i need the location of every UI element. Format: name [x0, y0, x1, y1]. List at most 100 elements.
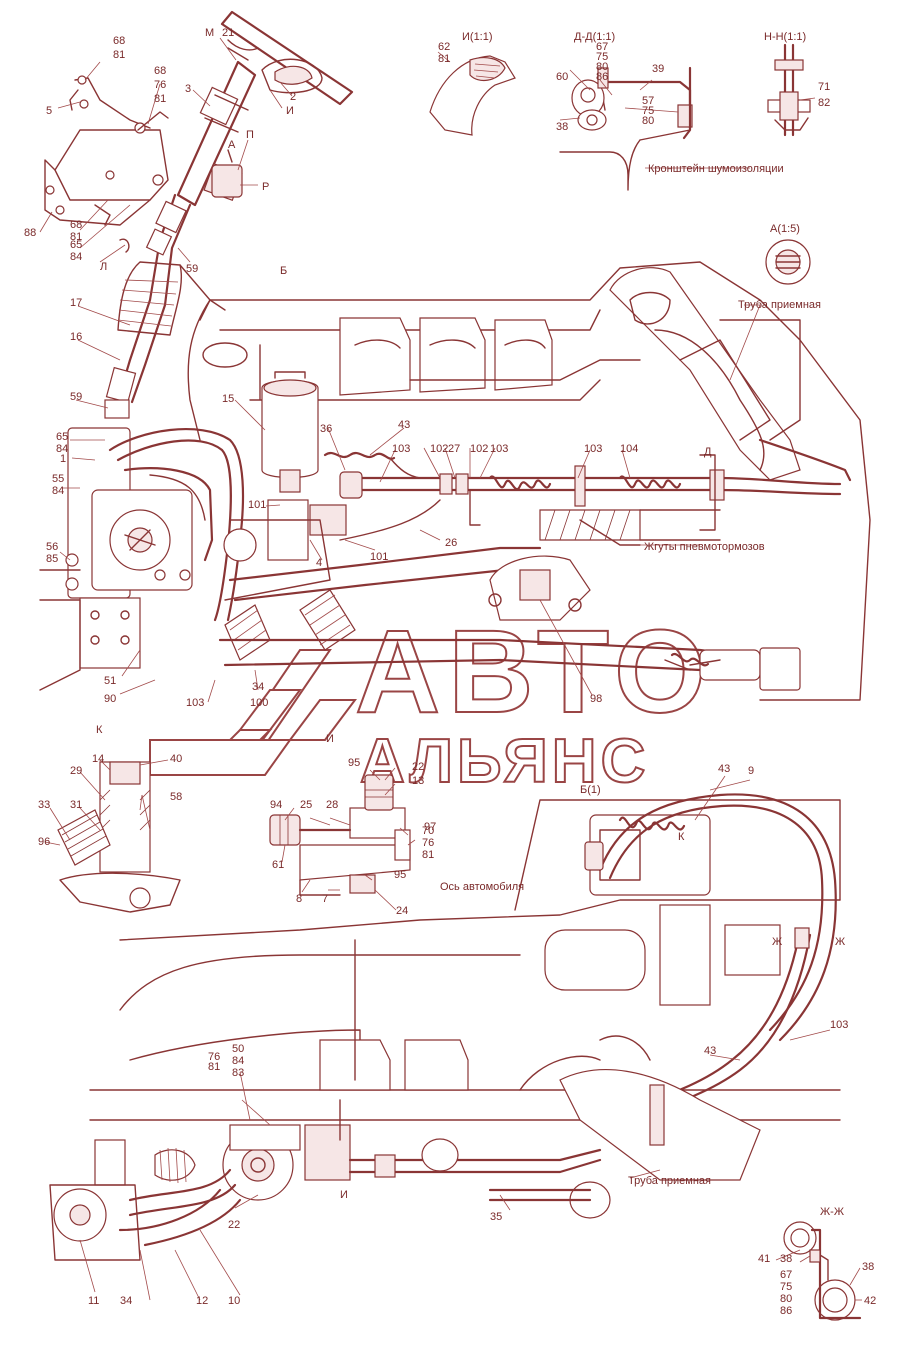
arrow-label-d: Д [704, 446, 712, 458]
callout: 75 [596, 51, 608, 63]
callout: 10 [228, 1295, 240, 1307]
callout: 88 [24, 227, 36, 239]
caption-pipe-bottom: Труба приемная [628, 1175, 711, 1187]
watermark: АВТО АЛЬЯНС [149, 605, 714, 797]
caption-bracket: Кронштейн шумоизоляции [648, 163, 784, 175]
callout: 97 [424, 821, 436, 833]
callout: 83 [232, 1067, 244, 1079]
callout: 2 [290, 91, 296, 103]
callout: 34 [120, 1295, 132, 1307]
callout: 76 [422, 837, 434, 849]
callout: 28 [326, 799, 338, 811]
callout: 68 [113, 35, 125, 47]
title-view-n: Н-Н(1:1) [764, 31, 806, 43]
title-view-a: А(1:5) [770, 223, 800, 235]
detail-view-d [559, 66, 693, 191]
title-view-b: Б(1) [580, 784, 601, 796]
callout: 80 [596, 61, 608, 73]
callout: 96 [38, 836, 50, 848]
callout: 36 [320, 423, 332, 435]
callout: 81 [438, 53, 450, 65]
bottom-chassis-view [49, 793, 841, 1261]
callout: 56 [46, 541, 58, 553]
caption-harness: Жгуты пневмотормозов [644, 541, 765, 553]
callouts: М 21 3 2 И П Р 5 68 81 68 76 81 88 68 81… [24, 27, 876, 1317]
watermark-logo-stripes [149, 649, 357, 776]
arrow-label-k2: К [678, 831, 685, 843]
leader-lines [39, 37, 862, 1301]
callout: 86 [596, 71, 608, 83]
callout: 14 [92, 753, 104, 765]
callout: П [246, 129, 254, 141]
callout: 103 [584, 443, 602, 455]
callout: 43 [704, 1045, 716, 1057]
callout: 42 [864, 1295, 876, 1307]
callout: 71 [818, 81, 830, 93]
arrow-label-zh1: Ж [772, 936, 782, 948]
detail-view-a [765, 239, 811, 285]
callout: 55 [52, 473, 64, 485]
callout: 65 [70, 239, 82, 251]
callout: 7 [322, 893, 328, 905]
callout: 102 [470, 443, 488, 455]
callout: 40 [170, 753, 182, 765]
callout: 104 [620, 443, 638, 455]
title-view-d: Д-Д(1:1) [574, 31, 615, 43]
callout: 67 [596, 41, 608, 53]
callout: 101 [248, 499, 266, 511]
callout: 27 [448, 443, 460, 455]
callout: 22 [412, 761, 424, 773]
callout: 82 [818, 97, 830, 109]
callout: 102 [430, 443, 448, 455]
callout: 86 [780, 1305, 792, 1317]
detail-view-zh [783, 1221, 862, 1321]
callout: 94 [270, 799, 282, 811]
callout: 84 [232, 1055, 244, 1067]
callout: 17 [70, 297, 82, 309]
arrow-label-a: А [228, 139, 236, 151]
arrow-label-i2: И [340, 1189, 348, 1201]
callout: 35 [490, 1211, 502, 1223]
steering-column-view [44, 10, 354, 419]
callout: 68 [70, 219, 82, 231]
callout: 34 [252, 681, 264, 693]
callout: 38 [780, 1253, 792, 1265]
arrow-label-b: Б [280, 265, 287, 277]
callout: 43 [718, 763, 730, 775]
callout: 95 [348, 757, 360, 769]
callout: И [286, 105, 294, 117]
callout: 43 [398, 419, 410, 431]
callout: 81 [113, 49, 125, 61]
callout: 59 [186, 263, 198, 275]
title-view-k: К [96, 724, 103, 736]
callout: 81 [422, 849, 434, 861]
callout: 80 [642, 115, 654, 127]
callout: 16 [70, 331, 82, 343]
callout: 68 [154, 65, 166, 77]
callout: 84 [70, 251, 82, 263]
callout: 25 [300, 799, 312, 811]
callout: 103 [186, 697, 204, 709]
captions: Кронштейн шумоизоляции Труба приемная Жг… [440, 163, 821, 1187]
callout: 11 [88, 1295, 99, 1307]
callout: 81 [154, 93, 166, 105]
title-view-zh: Ж-Ж [820, 1206, 844, 1218]
callout: 101 [370, 551, 388, 563]
callout: 9 [748, 765, 754, 777]
callout: 81 [70, 231, 82, 243]
callout: 1 [60, 453, 66, 465]
callout: 24 [396, 905, 408, 917]
callout: 84 [56, 443, 68, 455]
callout: 75 [780, 1281, 792, 1293]
callout: 15 [222, 393, 234, 405]
callout: 12 [196, 1295, 208, 1307]
detail-view-k [57, 761, 181, 913]
watermark-line1: АВТО [355, 606, 714, 738]
callout: 58 [170, 791, 182, 803]
arrow-label-zh2: Ж [835, 936, 845, 948]
callout: 51 [104, 675, 116, 687]
detail-view-i [429, 55, 516, 136]
callout: М [205, 27, 214, 39]
caption-pipe-top: Труба приемная [738, 299, 821, 311]
callout: 38 [862, 1261, 874, 1273]
